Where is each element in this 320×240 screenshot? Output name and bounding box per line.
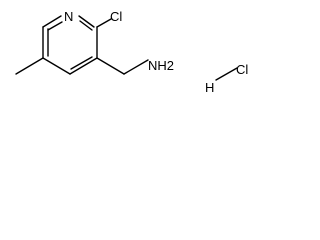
bond-n-c2 <box>78 15 95 28</box>
ring-nitrogen-label: N <box>64 9 73 24</box>
hcl-chlorine-label: Cl <box>236 62 248 77</box>
bond-c4-c5 <box>42 57 71 75</box>
bond-h-cl <box>215 67 238 81</box>
bond-n-c2-inner <box>79 20 93 31</box>
bond-c6-n-inner <box>47 21 63 31</box>
amine-label: NH2 <box>148 58 174 73</box>
hcl-hydrogen-label: H <box>205 80 214 95</box>
bond-c2-cl <box>96 18 112 28</box>
bond-c3-c4 <box>69 57 98 75</box>
bond-c6-n <box>42 15 62 28</box>
bond-c5-methyl <box>15 57 44 75</box>
chlorine-label: Cl <box>110 9 122 24</box>
bond-c3-ch2 <box>96 57 125 75</box>
bond-ch2-n <box>123 59 149 75</box>
chemical-structure-diagram: N Cl NH2 H Cl <box>15 9 248 95</box>
bond-c3-c4-inner <box>70 56 93 70</box>
